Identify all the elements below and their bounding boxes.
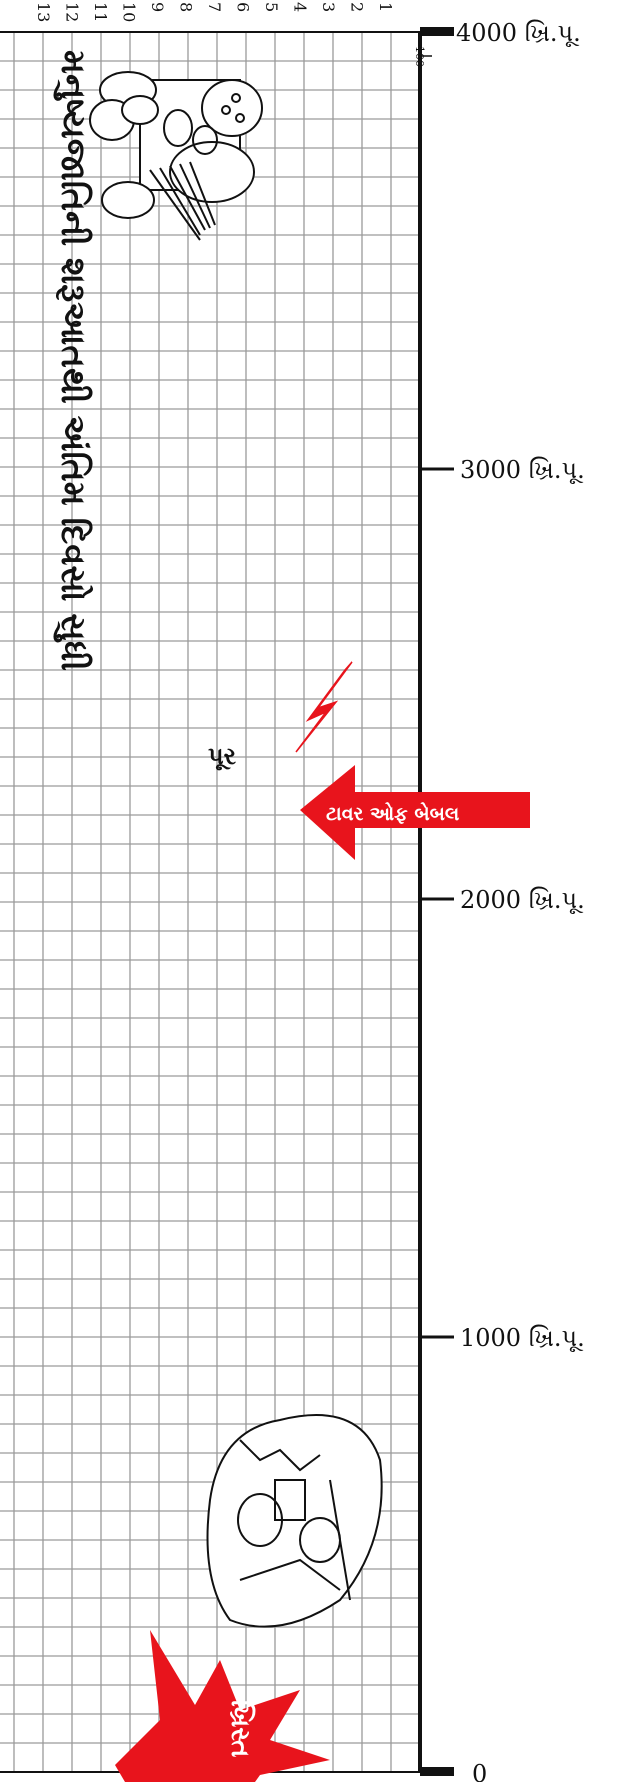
- event-flood-label: પૂર: [208, 742, 237, 770]
- lightning-icon: [295, 661, 353, 753]
- axis-label-2000: 2000 ખ્રિ.પૂ.: [460, 886, 585, 914]
- axis-label-4000: 4000 ખ્રિ.પૂ.: [456, 19, 581, 47]
- ruler-number: 13: [34, 2, 53, 22]
- ruler-number: 6: [234, 2, 253, 12]
- arrow-left-icon: [300, 765, 530, 860]
- starburst-icon: [115, 1630, 330, 1782]
- eden-illustration-icon: [89, 71, 263, 241]
- ruler-number: 5: [262, 2, 281, 12]
- grid-paper: [0, 32, 420, 1772]
- axis-label-3000: 3000 ખ્રિ.પૂ.: [460, 456, 585, 484]
- ruler-number: 1: [376, 2, 395, 12]
- axis-label-1000: 1000 ખ્રિ.પૂ.: [460, 1324, 585, 1352]
- ruler-number: 4: [291, 2, 310, 12]
- battle-illustration-icon: [206, 1414, 383, 1628]
- tower-of-babel-marker: ટાવર ઓફ બેબલ: [300, 765, 530, 860]
- axis-label-0: 0: [472, 1760, 487, 1782]
- ruler-number: 12: [63, 2, 82, 22]
- diagram-title: મનુષ્યજાતિની શરૂઆતથી અંતિમ દિવસો સુધી: [53, 50, 94, 671]
- ruler-number: 3: [319, 2, 338, 12]
- small-100-mark: 100: [413, 46, 426, 67]
- tick-4000: [420, 27, 454, 36]
- ruler-number: 7: [205, 2, 224, 12]
- event-tower-label: ટાવર ઓફ બેબલ: [326, 802, 459, 825]
- ruler-number: 11: [91, 2, 110, 22]
- ruler-number: 8: [177, 2, 196, 12]
- tick-0: [420, 1767, 454, 1776]
- event-christ-label: ખ્રિસ્ત: [225, 1700, 255, 1757]
- ruler-number: 2: [348, 2, 367, 12]
- ruler-number: 10: [120, 2, 139, 22]
- ruler-number: 9: [148, 2, 167, 12]
